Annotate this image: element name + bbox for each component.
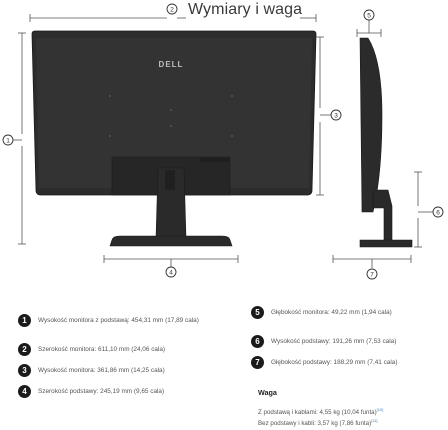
marker-6-label: 6 — [436, 210, 440, 217]
side-monitor-body — [359, 37, 383, 213]
spec-text: Głębokość podstawy: 188,29 mm (7,41 cala… — [271, 359, 398, 366]
spec-item: 5 Głębokość monitora: 49,22 mm (1,94 cal… — [251, 306, 392, 319]
marker-5 — [363, 9, 375, 21]
vesa-hole — [109, 135, 111, 137]
marker-4-label: 4 — [169, 270, 173, 277]
spec-number-badge: 3 — [18, 364, 31, 377]
spec-item: 4 Szerokość podstawy: 245,19 mm (9,65 ca… — [18, 385, 164, 398]
marker-2-label: 2 — [170, 7, 174, 14]
spec-item: 1 Wysokość monitora z podstawą: 454,31 m… — [18, 314, 199, 327]
marker-6 — [432, 206, 444, 218]
weight-with-stand: Z podstawą i kablami: 4,55 kg (10,04 fun… — [258, 407, 383, 416]
vesa-hole — [109, 95, 111, 97]
vesa-hole — [231, 135, 233, 137]
spec-number-badge: 6 — [251, 335, 264, 348]
spec-item: 6 Wysokość podstawy: 191,26 mm (7,53 cal… — [251, 335, 396, 348]
spec-text: Szerokość monitora: 611,10 mm (24,06 cal… — [38, 346, 166, 353]
spec-text: Szerokość podstawy: 245,19 mm (9,65 cala… — [38, 388, 165, 395]
spec-item: 2 Szerokość monitora: 611,10 mm (24,06 c… — [18, 343, 165, 356]
marker-2 — [166, 3, 178, 15]
footnote-link[interactable]: [10] — [376, 407, 384, 412]
spec-text: Wysokość monitora: 361,86 mm (14,25 cala… — [38, 367, 165, 374]
vesa-hole — [170, 125, 172, 127]
side-stand-base — [359, 239, 413, 248]
stand-base — [109, 235, 233, 247]
marker-1-label: 1 — [6, 138, 10, 145]
monitor-diagram: 2 DELL 1 3 — [2, 3, 444, 280]
spec-text: Głębokość monitora: 49,22 mm (1,94 cala) — [271, 309, 392, 316]
page-title: Wymiary i waga — [188, 1, 303, 18]
dell-logo: DELL — [159, 60, 184, 69]
spec-text: Wysokość podstawy: 191,26 mm (7,53 cala) — [271, 338, 397, 345]
weight-heading: Waga — [258, 388, 277, 397]
weight-without-stand: Bez podstawy i kabli: 3,57 kg (7,86 funt… — [258, 418, 378, 427]
spec-number-badge: 1 — [18, 314, 31, 327]
marker-3-label: 3 — [334, 113, 338, 120]
spec-number-badge: 2 — [18, 343, 31, 356]
marker-5-label: 5 — [367, 13, 371, 20]
marker-4 — [165, 266, 177, 278]
spec-number-badge: 4 — [18, 385, 31, 398]
spec-item: 3 Wysokość monitora: 361,86 mm (14,25 ca… — [18, 364, 165, 377]
spec-number-badge: 5 — [251, 306, 264, 319]
neck-cutout — [165, 170, 175, 190]
spec-item: 7 Głębokość podstawy: 188,29 mm (7,41 ca… — [251, 356, 397, 369]
spec-number-badge: 7 — [251, 356, 264, 369]
weight-without-stand-text: Bez podstawy i kabli: 3,57 kg (7,86 funt… — [258, 420, 372, 428]
vesa-hole — [170, 109, 172, 111]
side-stand-neck — [372, 189, 393, 247]
spec-text: Wysokość monitora z podstawą: 454,31 mm … — [38, 317, 199, 324]
footnote-link[interactable]: [11] — [371, 418, 378, 423]
vesa-hole — [231, 95, 233, 97]
weight-with-stand-text: Z podstawą i kablami: 4,55 kg (10,04 fun… — [258, 409, 377, 417]
monitor-panel-shade — [36, 38, 312, 188]
ports-panel — [200, 158, 230, 162]
marker-7-label: 7 — [370, 272, 374, 279]
marker-7 — [366, 268, 378, 280]
